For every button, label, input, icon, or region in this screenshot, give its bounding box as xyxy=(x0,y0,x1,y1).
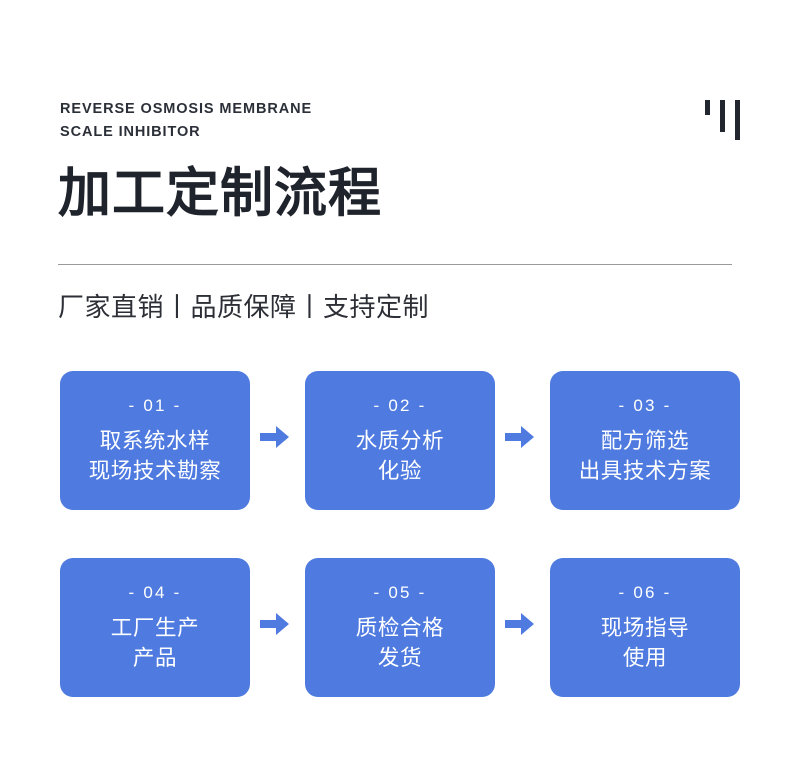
title-divider xyxy=(58,264,732,265)
process-card-03[interactable]: - 03 - 配方筛选 出具技术方案 xyxy=(550,371,740,510)
eyebrow-heading: REVERSE OSMOSIS MEMBRANE SCALE INHIBITOR xyxy=(60,101,313,140)
process-row-1: - 01 - 取系统水样 现场技术勘察 - 02 - 水质分析 化验 - 03 … xyxy=(60,371,740,510)
process-card-number: - 05 - xyxy=(373,583,427,602)
process-card-06[interactable]: - 06 - 现场指导 使用 xyxy=(550,558,740,697)
header: REVERSE OSMOSIS MEMBRANE SCALE INHIBITOR xyxy=(60,98,740,158)
process-card-number: - 04 - xyxy=(128,583,182,602)
mark-bar-medium xyxy=(720,100,725,132)
arrow-right-icon xyxy=(260,425,290,449)
process-card-01[interactable]: - 01 - 取系统水样 现场技术勘察 xyxy=(60,371,250,510)
process-card-number: - 02 - xyxy=(373,396,427,415)
arrow-right-icon xyxy=(505,425,535,449)
process-card-text: 现场指导 使用 xyxy=(600,616,690,670)
process-card-number: - 06 - xyxy=(618,583,672,602)
arrow-right-icon xyxy=(505,612,535,636)
process-row-2: - 04 - 工厂生产 产品 - 05 - 质检合格 发货 - 06 - 现场指… xyxy=(60,558,740,697)
process-flow: - 01 - 取系统水样 现场技术勘察 - 02 - 水质分析 化验 - 03 … xyxy=(60,371,740,697)
page-title: 加工定制流程 xyxy=(58,164,382,223)
process-card-text: 配方筛选 出具技术方案 xyxy=(578,429,712,483)
arrow-right-icon xyxy=(260,612,290,636)
process-card-text: 工厂生产 产品 xyxy=(110,616,200,670)
process-card-text: 取系统水样 现场技术勘察 xyxy=(88,429,222,483)
process-card-number: - 01 - xyxy=(128,396,182,415)
mark-bar-short xyxy=(705,100,710,115)
process-card-text: 水质分析 化验 xyxy=(355,429,445,483)
process-card-text: 质检合格 发货 xyxy=(355,616,445,670)
process-card-02[interactable]: - 02 - 水质分析 化验 xyxy=(305,371,495,510)
process-card-04[interactable]: - 04 - 工厂生产 产品 xyxy=(60,558,250,697)
subtitle: 厂家直销丨品质保障丨支持定制 xyxy=(58,292,430,322)
process-card-number: - 03 - xyxy=(618,396,672,415)
three-bars-mark-icon xyxy=(705,100,751,144)
process-card-05[interactable]: - 05 - 质检合格 发货 xyxy=(305,558,495,697)
mark-bar-tall xyxy=(735,100,740,140)
